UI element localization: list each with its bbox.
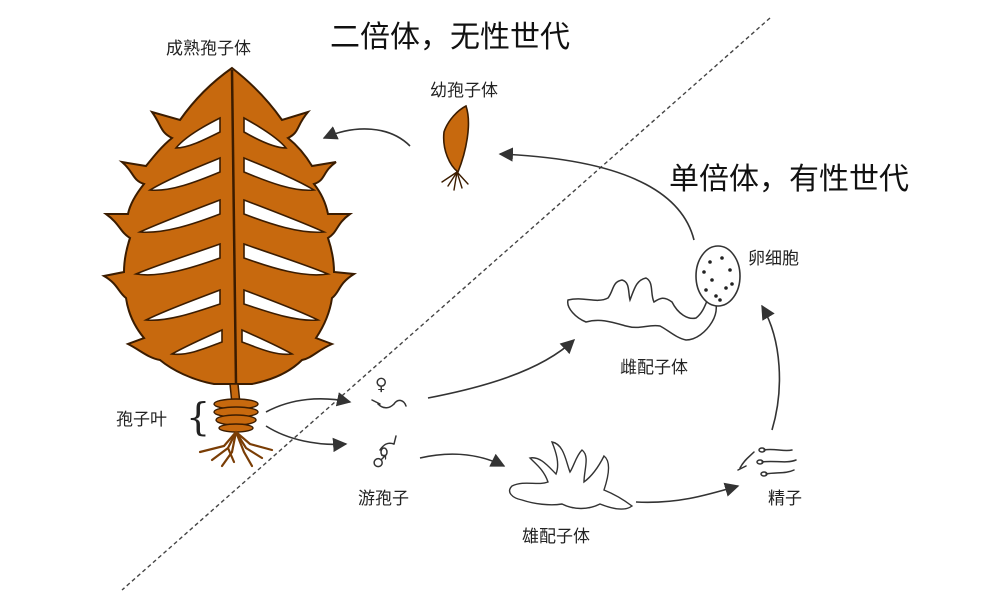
arrow-fertilization-to-juvenile <box>498 147 695 241</box>
arrow-sporophyll-to-male-zoospore <box>265 425 348 453</box>
label-zoospore: 游孢子 <box>358 489 409 509</box>
female-gametophyte-upper <box>567 245 741 341</box>
zoospore-male <box>379 435 397 457</box>
mature-sporophyte <box>101 66 358 468</box>
juvenile-sporophyte <box>441 104 470 191</box>
label-female-gametophyte: 雌配子体 <box>620 358 688 378</box>
arrow-zoospore-to-upper-gametophyte <box>427 339 576 399</box>
arrow-gametophyte-to-sperm <box>635 482 740 504</box>
title-diploid-generation: 二倍体，无性世代 <box>330 20 570 55</box>
cycle-arrows <box>265 126 781 504</box>
label-mature-sporophyte: 成熟孢子体 <box>166 39 251 59</box>
label-juvenile-sporophyte: 幼孢子体 <box>430 81 498 101</box>
sporophyte-blade <box>101 66 358 385</box>
arrow-sperm-to-egg <box>761 304 781 431</box>
egg-dots <box>702 256 734 302</box>
blade-slits <box>133 116 331 356</box>
female-symbol: ♀ <box>375 375 388 395</box>
arrow-zoospore-to-lower-gametophyte <box>419 453 506 467</box>
sperm-cells <box>737 447 797 477</box>
sporophyll-folds <box>213 398 259 433</box>
juvenile-holdfast <box>441 171 469 191</box>
male-symbol: ♂ <box>372 452 388 472</box>
label-male-gametophyte: 雄配子体 <box>522 527 590 547</box>
juvenile-blade <box>442 104 470 174</box>
label-sperm: 精子 <box>768 489 802 509</box>
sporophyte-midrib <box>230 69 238 385</box>
holdfast <box>198 430 274 468</box>
zoospore-female <box>371 399 407 409</box>
arrow-juvenile-to-mature <box>322 126 411 147</box>
female-gametophyte-lower <box>508 441 634 510</box>
label-sporophyll: 孢子叶 <box>116 410 167 430</box>
title-haploid-generation: 单倍体，有性世代 <box>669 162 909 197</box>
label-egg-cell: 卵细胞 <box>748 249 799 269</box>
sporophyll-brace: { <box>186 395 210 439</box>
arrow-sporophyll-to-female-zoospore <box>265 392 352 413</box>
egg-cell <box>695 245 741 307</box>
